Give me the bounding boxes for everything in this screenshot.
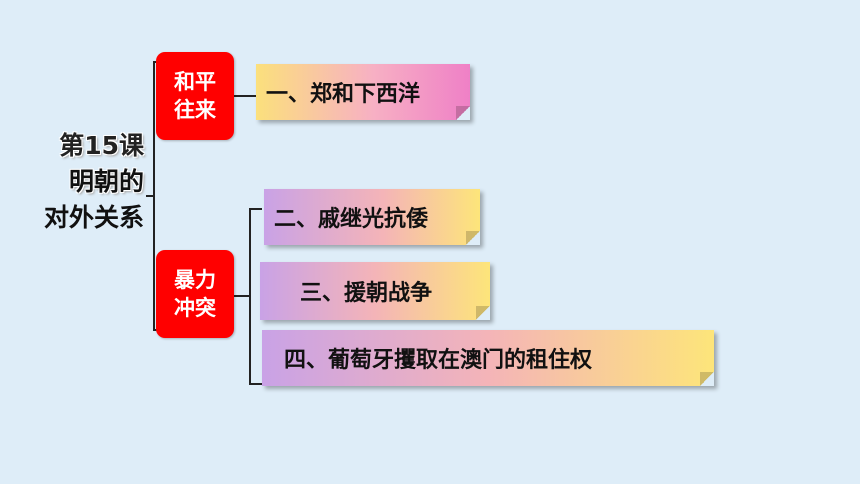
category-peace-line2: 往来 (174, 98, 216, 122)
item-qijiguang: 二、戚继光抗倭 (264, 189, 480, 245)
item-macau: 四、葡萄牙攫取在澳门的租住权 (262, 330, 714, 386)
category-conflict: 暴力 冲突 (156, 250, 234, 338)
lesson-title: 第15课 明朝的 对外关系 (14, 128, 144, 236)
item-qijiguang-label: 二、戚继光抗倭 (274, 207, 429, 232)
item-macau-label: 四、葡萄牙攫取在澳门的租住权 (284, 348, 593, 373)
lesson-title-line1: 第15课 (59, 131, 144, 160)
lesson-title-line3: 对外关系 (43, 203, 144, 232)
item-zhenghe-label: 一、郑和下西洋 (266, 82, 421, 107)
category-peace-line1: 和平 (174, 70, 216, 94)
item-korea-war-label: 三、援朝战争 (300, 281, 433, 306)
category-conflict-line2: 冲突 (174, 296, 216, 320)
lesson-title-line2: 明朝的 (68, 167, 144, 196)
category-peace: 和平 往来 (156, 52, 234, 140)
category-conflict-line1: 暴力 (174, 268, 216, 292)
item-korea-war: 三、援朝战争 (260, 262, 490, 320)
item-zhenghe: 一、郑和下西洋 (256, 64, 470, 120)
